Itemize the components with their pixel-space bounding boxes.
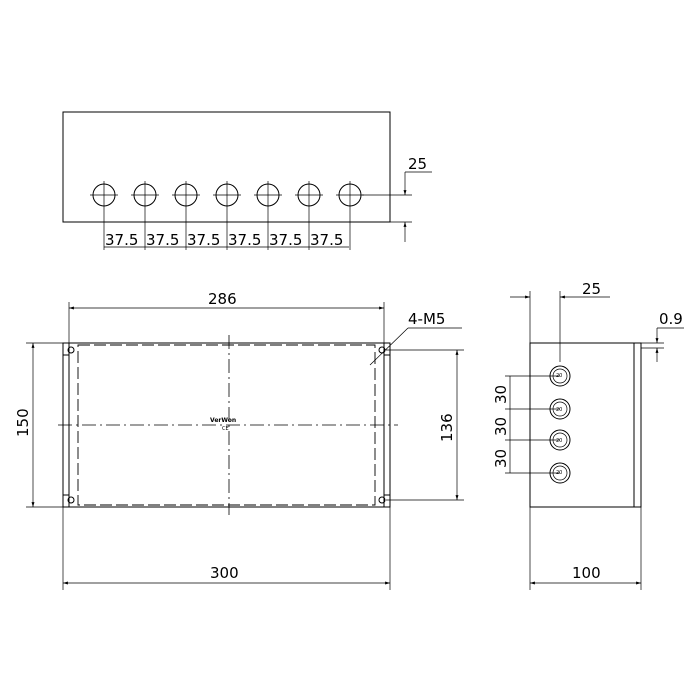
top-spacing-label: 37.5 xyxy=(105,231,138,249)
top-hole xyxy=(90,181,118,250)
front-view: VerWon CE 286 300 150 136 4-M5 xyxy=(14,290,464,590)
brand-logo: VerWon xyxy=(210,417,236,424)
top-hole xyxy=(336,181,364,250)
screw-hole-bottom-right xyxy=(378,496,386,504)
top-hole xyxy=(254,181,282,250)
screw-leader xyxy=(369,327,409,366)
side-view-holes xyxy=(549,365,571,484)
top-hole xyxy=(213,181,241,250)
inner-height-label: 136 xyxy=(438,413,456,442)
top-spacing-label: 37.5 xyxy=(228,231,261,249)
thickness-label: 0.9 xyxy=(659,310,683,328)
screw-hole-top-left xyxy=(67,346,75,354)
top-hole xyxy=(172,181,200,250)
side-view: 20 20 20 20 25 0.9 30 30 30 100 xyxy=(492,280,684,590)
ce-mark: CE xyxy=(222,426,229,432)
screw-hole-bottom-left xyxy=(67,496,75,504)
top-offset-label: 25 xyxy=(408,155,427,173)
outer-width-label: 300 xyxy=(210,564,239,582)
top-hole xyxy=(295,181,323,250)
top-view: 37.5 37.5 37.5 37.5 37.5 37.5 25 xyxy=(62,111,432,250)
side-hole-label: 20 xyxy=(556,438,562,444)
inner-width-label: 286 xyxy=(208,290,237,308)
side-spacing-label: 30 xyxy=(492,385,510,404)
screw-spec-label: 4-M5 xyxy=(408,310,445,328)
top-hole xyxy=(131,181,159,250)
top-spacing-label: 37.5 xyxy=(269,231,302,249)
top-view-outline xyxy=(62,111,391,223)
side-offset-label: 25 xyxy=(582,280,601,298)
side-hole-label: 20 xyxy=(556,407,562,413)
top-spacing-labels: 37.5 37.5 37.5 37.5 37.5 37.5 xyxy=(105,231,343,249)
top-spacing-label: 37.5 xyxy=(187,231,220,249)
outer-height-label: 150 xyxy=(14,408,32,437)
side-view-outline xyxy=(529,342,642,508)
top-spacing-label: 37.5 xyxy=(146,231,179,249)
side-spacing-label: 30 xyxy=(492,449,510,468)
top-spacing-label: 37.5 xyxy=(310,231,343,249)
depth-label: 100 xyxy=(572,564,601,582)
top-view-holes xyxy=(90,181,364,250)
side-spacing-label: 30 xyxy=(492,417,510,436)
